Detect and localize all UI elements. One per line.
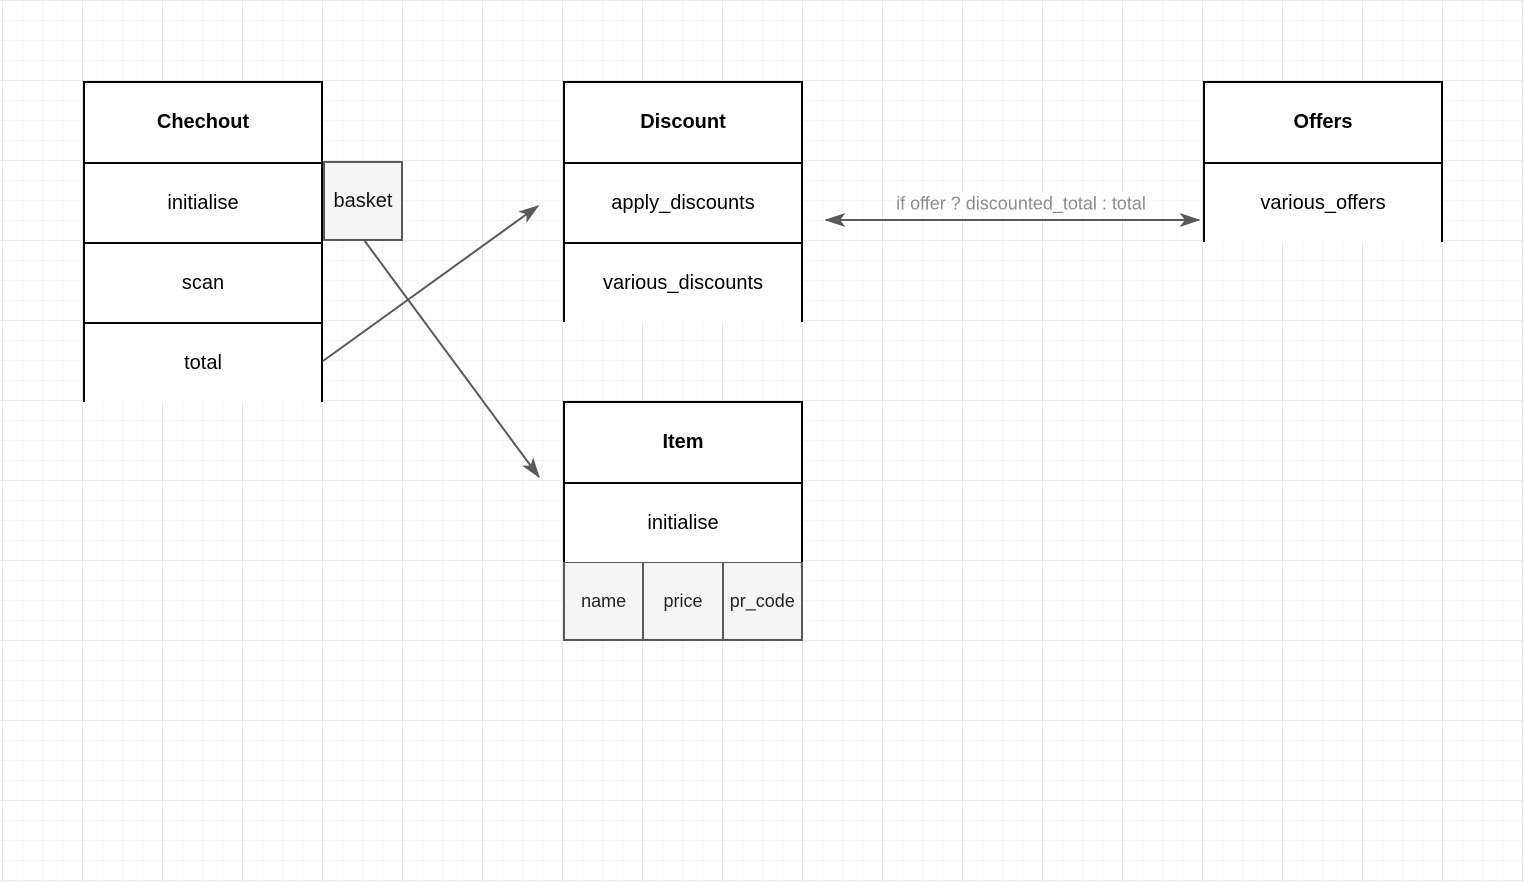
class-discount-row-various-discounts[interactable]: various_discounts [565,242,801,322]
cell-price-label: price [663,590,703,611]
cell-name[interactable]: name [565,563,642,639]
class-box-item[interactable]: Item initialise [563,401,803,562]
cell-basket-label: basket [333,189,393,212]
class-box-offers[interactable]: Offers various_offers [1203,81,1443,242]
class-offers-title[interactable]: Offers [1205,83,1441,162]
class-offers-row-various-offers[interactable]: various_offers [1205,162,1441,242]
cell-price[interactable]: price [642,563,721,639]
edge-basket-to-item[interactable] [363,239,539,477]
cell-name-label: name [581,590,627,611]
class-discount-title[interactable]: Discount [565,83,801,162]
class-checkout-title[interactable]: Chechout [85,83,321,162]
row-label: initialise [647,511,719,534]
row-label: apply_discounts [611,191,755,214]
row-label: total [184,351,222,374]
row-label: various_discounts [602,271,764,294]
class-discount-title-label: Discount [640,111,726,133]
row-label: various_offers [1260,191,1386,214]
class-checkout-row-initialise[interactable]: initialise [85,162,321,242]
cell-pr-code[interactable]: pr_code [721,563,801,639]
item-fields-strip: name price pr_code [563,561,803,641]
class-checkout-row-total[interactable]: total [85,322,321,402]
class-item-title-label: Item [662,431,704,453]
row-label: initialise [167,191,239,214]
edge-discount-offers-label[interactable]: if offer ? discounted_total : total [893,192,1149,216]
class-item-row-initialise[interactable]: initialise [565,482,801,562]
cell-basket[interactable]: basket [323,161,403,241]
class-checkout-row-scan[interactable]: scan [85,242,321,322]
class-offers-title-label: Offers [1293,111,1353,133]
class-box-checkout[interactable]: Chechout initialise scan total [83,81,323,402]
class-discount-row-apply-discounts[interactable]: apply_discounts [565,162,801,242]
row-label: scan [181,271,225,294]
class-checkout-title-label: Chechout [156,111,250,133]
class-item-title[interactable]: Item [565,403,801,482]
class-box-discount[interactable]: Discount apply_discounts various_discoun… [563,81,803,322]
cell-pr-code-label: pr_code [729,590,795,611]
